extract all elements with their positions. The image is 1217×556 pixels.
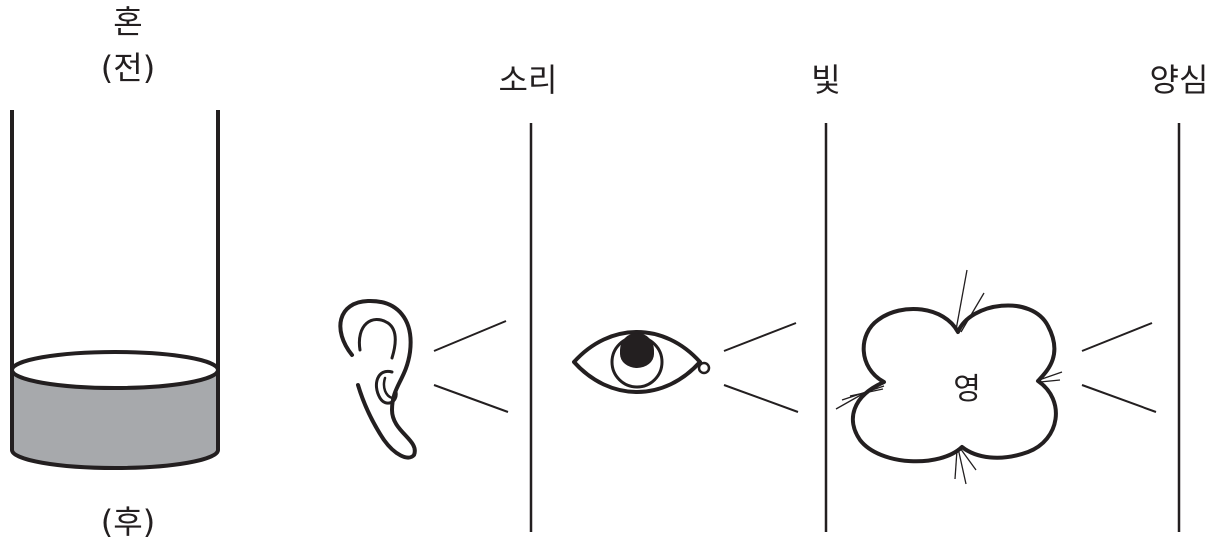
label-bit: 빛 (811, 64, 840, 96)
ear-signal-lines (434, 321, 508, 412)
cylinder-container (12, 110, 218, 468)
cloud-signal-lines (1082, 323, 1156, 412)
eye-pupil (620, 333, 654, 368)
label-yangsim: 양심 (1150, 64, 1209, 96)
eye-tear-duct (699, 363, 709, 373)
label-jeon: (전) (101, 52, 155, 84)
label-hon: 혼 (113, 6, 142, 38)
ear-icon (340, 301, 414, 458)
label-hu: (후) (101, 506, 155, 538)
label-sori: 소리 (499, 64, 558, 96)
cylinder-liquid-surface (12, 352, 218, 388)
eye-icon (574, 332, 709, 392)
label-yeong: 영 (953, 375, 981, 405)
eye-signal-lines (724, 323, 798, 412)
